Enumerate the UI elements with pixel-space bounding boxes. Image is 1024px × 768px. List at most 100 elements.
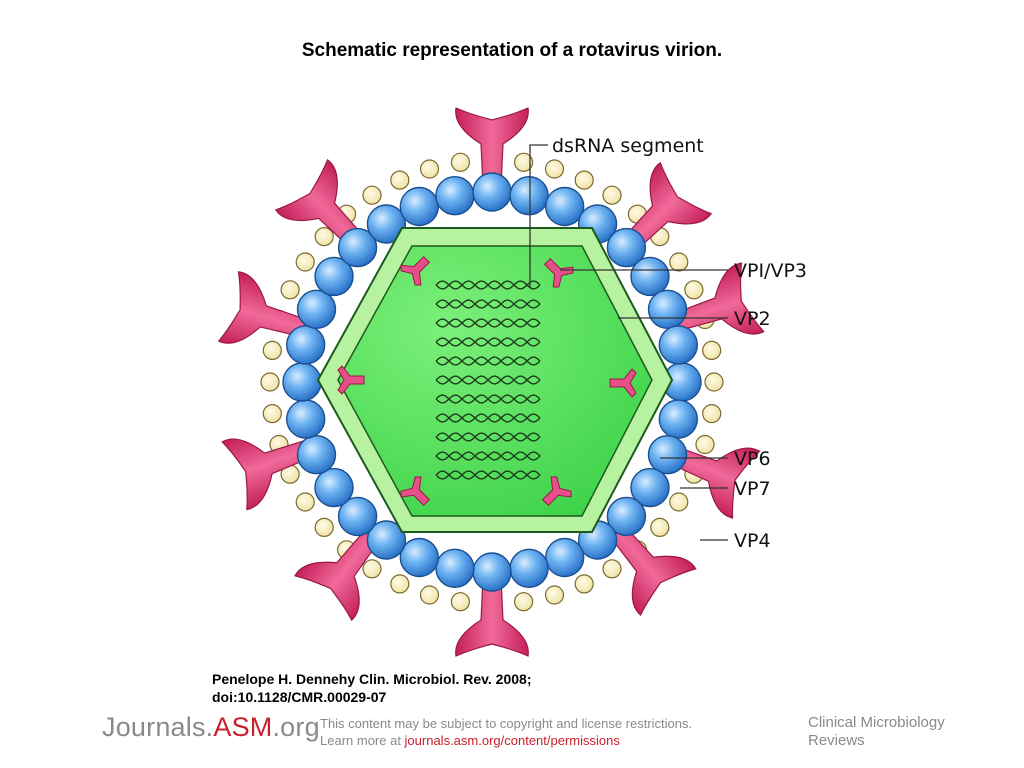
vp1-vp3-complex: [400, 255, 431, 286]
notice-line-2: Learn more at journals.asm.org/content/p…: [320, 732, 692, 749]
vp6-sphere: [366, 520, 407, 560]
vp4-spike-body: [217, 271, 307, 344]
vp7-bead: [450, 592, 470, 612]
vp7-bead: [314, 227, 334, 247]
vp7-bead: [544, 159, 565, 179]
leader-dsrna: [529, 144, 548, 288]
vp4-spike-body: [455, 577, 529, 657]
vp6-sphere: [630, 467, 670, 508]
vp4-spikes: [217, 107, 765, 657]
dsrna-strand-b: [435, 394, 541, 404]
vp6-sphere: [545, 537, 585, 578]
vp4-spike-body: [623, 161, 713, 251]
permissions-link[interactable]: journals.asm.org/content/permissions: [404, 733, 620, 748]
vp4-spike-body: [455, 107, 529, 187]
vp7-bead: [602, 185, 622, 205]
vp1-vp3-complex: [541, 476, 572, 507]
notice-line-1: This content may be subject to copyright…: [320, 716, 693, 731]
dsrna-strand-b: [435, 413, 541, 423]
vp4-spike: [221, 438, 312, 511]
vp6-sphere: [366, 204, 407, 244]
vp6-sphere: [606, 227, 647, 268]
brand-prefix: Journals.: [102, 712, 214, 742]
vp1-vp3-complex: [543, 257, 574, 288]
dsrna-segment: [435, 432, 541, 442]
vp7-bead: [513, 152, 534, 172]
vp4-spike: [217, 271, 307, 344]
dsrna-segment: [435, 375, 541, 385]
vp4-spike-body: [669, 446, 761, 519]
dsrna-strand-b: [435, 356, 541, 366]
vp6-sphere: [286, 399, 326, 439]
label-vp6: VP6: [734, 448, 771, 470]
dsrna-strand-b: [435, 337, 541, 347]
vp6-sphere: [472, 552, 512, 592]
vp2-core-inner: [337, 245, 653, 517]
label-vp1-vp3: VPI/VP3: [734, 260, 807, 282]
notice-prefix: Learn more at: [320, 733, 405, 748]
vp4-spike-body: [274, 158, 364, 249]
dsrna-strand-b: [435, 318, 541, 328]
vp7-bead: [544, 585, 565, 605]
dsrna-segment: [435, 356, 541, 366]
dsrna-segment: [435, 280, 541, 290]
vp6-sphere: [286, 325, 326, 365]
dsrna-segment: [435, 394, 541, 404]
vp7-bead: [262, 340, 282, 360]
vp4-spike: [674, 262, 765, 335]
dsrna-segment: [435, 470, 541, 480]
vp6-sphere: [509, 548, 549, 588]
vp7-bead: [419, 585, 440, 605]
vp1-vp3-complex: [337, 365, 365, 395]
brand-suffix: .org: [272, 712, 320, 742]
citation-line-1: Penelope H. Dennehy Clin. Microbiol. Rev…: [212, 671, 532, 687]
vp7-bead: [362, 559, 382, 579]
vp6-layer: [282, 172, 702, 592]
dsrna-segments: [435, 280, 541, 480]
vp4-spike: [669, 446, 761, 519]
vp4-spike-body: [674, 262, 765, 335]
vp7-bead: [574, 574, 594, 594]
vp7-bead: [260, 372, 280, 392]
journals-asm-logo[interactable]: Journals.ASM.org: [102, 712, 320, 743]
vp6-sphere: [314, 467, 354, 508]
copyright-notice: This content may be subject to copyright…: [320, 715, 692, 749]
vp6-sphere: [296, 289, 337, 329]
vp6-sphere: [647, 289, 688, 329]
vp6-sphere: [282, 362, 322, 402]
vp6-sphere: [647, 435, 688, 475]
vp4-spike-body: [610, 525, 697, 616]
label-dsrna-segment: dsRNA segment: [552, 135, 704, 157]
vp7-bead: [362, 185, 382, 205]
vp7-bead: [684, 280, 704, 300]
vp6-sphere: [472, 172, 512, 212]
dsrna-segment: [435, 337, 541, 347]
vp1-vp3-complex: [609, 368, 637, 398]
vp7-bead: [650, 517, 670, 538]
brand-asm: ASM: [213, 712, 273, 742]
vp1-vp3-complex: [400, 476, 431, 507]
vp6-sphere: [337, 496, 378, 537]
vp7-bead: [262, 404, 282, 424]
vp1-vp3-shape: [337, 365, 365, 395]
vp6-sphere: [435, 175, 475, 216]
vp7-bead: [390, 574, 410, 594]
vp7-bead: [314, 517, 334, 538]
vp7-bead: [602, 559, 622, 579]
dsrna-segment: [435, 451, 541, 461]
leader-lines: [529, 144, 728, 541]
vp6-sphere: [314, 256, 354, 297]
vp7-bead: [669, 492, 689, 512]
page-title: Schematic representation of a rotavirus …: [301, 40, 723, 61]
vp4-spike: [455, 577, 529, 657]
vp4-spike: [623, 161, 713, 251]
vp7-bead: [280, 280, 300, 300]
vp7-bead: [702, 404, 722, 424]
citation: Penelope H. Dennehy Clin. Microbiol. Rev…: [212, 670, 531, 706]
vp7-bead: [702, 340, 722, 360]
vp4-spike: [455, 107, 529, 187]
vp6-sphere: [630, 256, 670, 297]
vp6-sphere: [337, 227, 378, 268]
vp4-spike-body: [221, 438, 312, 511]
vp6-sphere: [399, 537, 439, 578]
